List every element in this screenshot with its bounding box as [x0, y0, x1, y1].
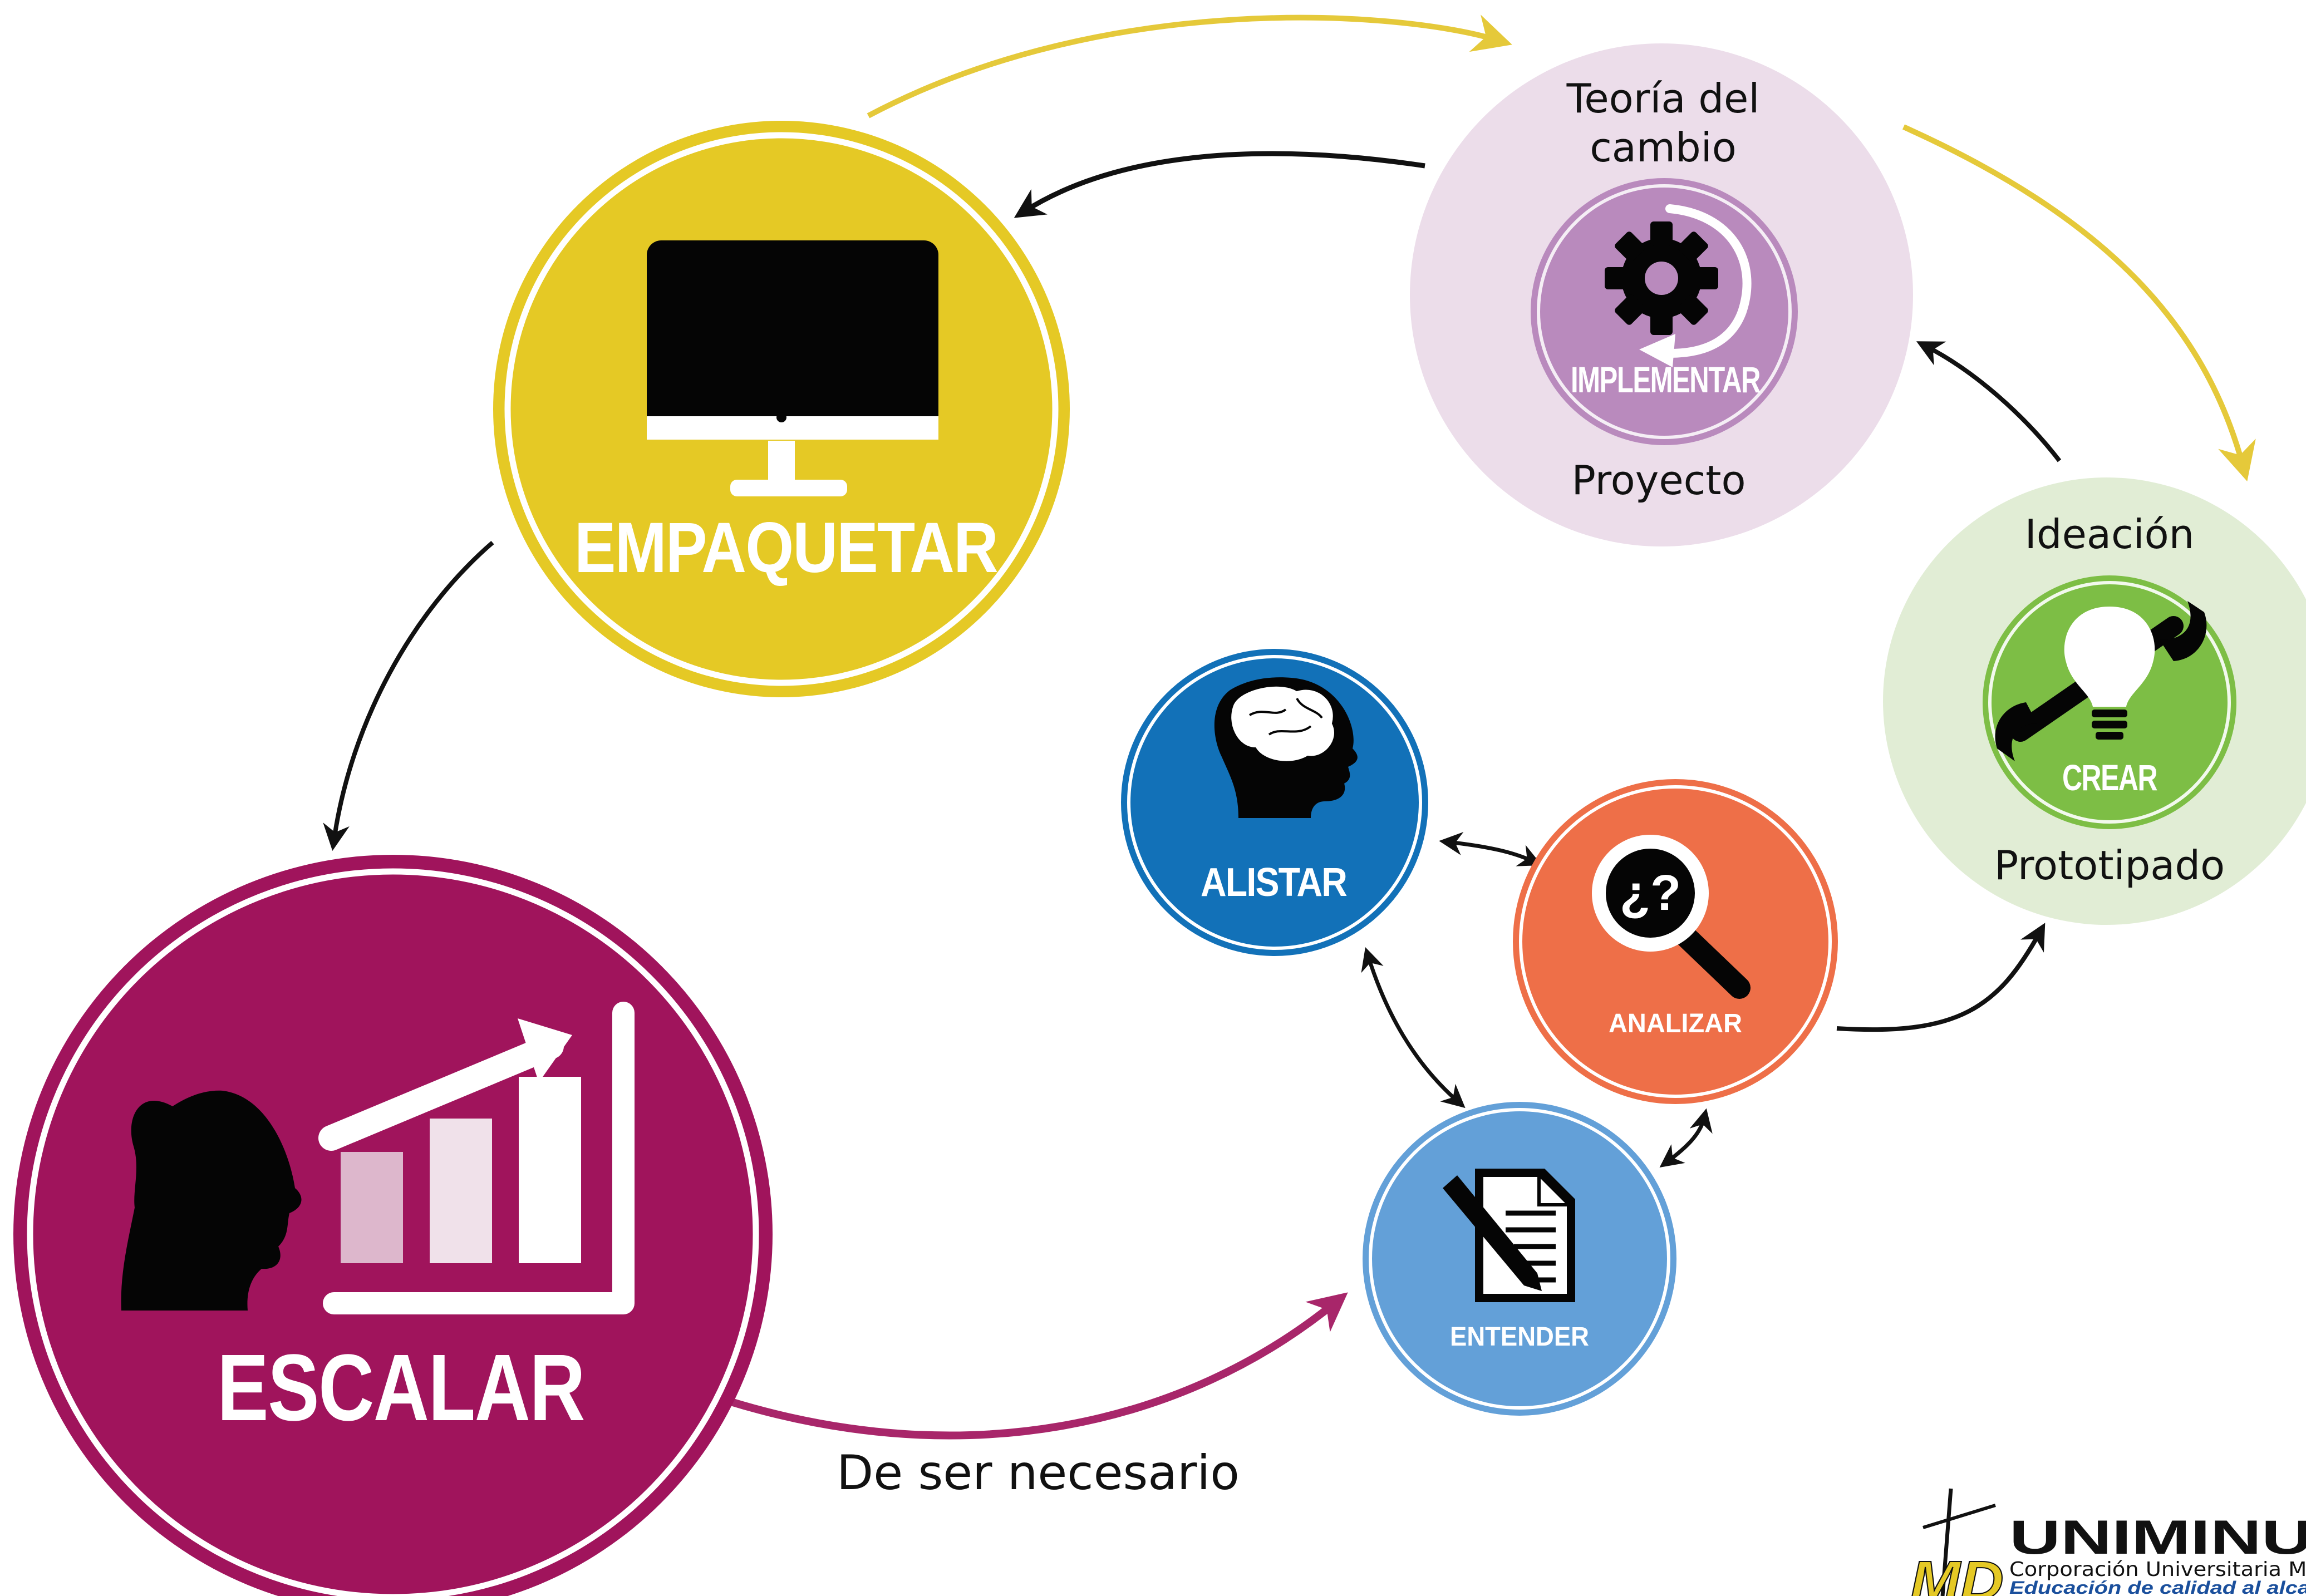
brain-head-icon [1214, 677, 1358, 818]
node-crear: CREAR Ideación Prototipado [1883, 477, 2306, 925]
arrow-implementar-to-crear [1902, 124, 2256, 482]
growth-chart-head-icon [121, 1002, 635, 1314]
alistar-label: ALISTAR [1201, 860, 1347, 905]
escalar-label: ESCALAR [217, 1335, 584, 1441]
arrow-empaquetar-to-escalar [323, 540, 494, 851]
implementar-label: IMPLEMENTAR [1571, 359, 1761, 400]
magnifier-question-icon: ¿? [1592, 835, 1751, 999]
node-implementar: IMPLEMENTAR Teoría del cambio Proyecto [1410, 43, 1913, 546]
arrow-alistar-entender [1361, 947, 1466, 1109]
crear-bottom-text: Prototipado [1994, 842, 2225, 889]
arrow-implementar-to-empaquetar [1014, 151, 1425, 218]
uniminuto-logo: MD UNIMINU Corporación Universitaria Mi … [1910, 1488, 2306, 1596]
arrow-crear-to-implementar [1916, 341, 2062, 462]
node-analizar: ¿? ANALIZAR [1513, 779, 1838, 1104]
arrow-escalar-to-entender [727, 1292, 1348, 1440]
crear-label: CREAR [2062, 757, 2157, 798]
document-pencil-icon [1443, 1169, 1575, 1302]
analizar-label: ANALIZAR [1609, 1009, 1742, 1038]
monitor-icon [647, 240, 938, 496]
gear-cycle-icon [1605, 204, 1752, 367]
implementar-top-line2: cambio [1590, 124, 1737, 171]
logo-line1: Corporación Universitaria Mi [2009, 1558, 2306, 1581]
implementar-top-line1: Teoría del [1566, 75, 1760, 122]
logo-letters: MD [1910, 1550, 2004, 1596]
implementar-bottom-text: Proyecto [1572, 457, 1746, 504]
arrow-entender-analizar [1659, 1108, 1713, 1168]
node-escalar: ESCALAR [13, 855, 773, 1596]
logo-name: UNIMINU [2009, 1511, 2306, 1564]
crear-top-text: Ideación [2025, 511, 2195, 558]
arrow-analizar-to-crear [1836, 923, 2046, 1032]
question-glyph: ¿? [1620, 865, 1681, 921]
entender-label: ENTENDER [1450, 1322, 1589, 1352]
empaquetar-label: EMPAQUETAR [574, 508, 997, 588]
node-alistar: ALISTAR [1121, 649, 1428, 956]
node-entender: ENTENDER [1363, 1102, 1676, 1416]
arrow-alistar-analizar [1439, 832, 1542, 866]
conditional-note: De ser necesario [837, 1445, 1240, 1501]
node-empaquetar: EMPAQUETAR [493, 121, 1070, 697]
arrow-empaquetar-to-implementar [867, 14, 1512, 119]
logo-line2: Educación de calidad al alca [2009, 1578, 2306, 1596]
lightbulb-wrench-icon [1995, 601, 2207, 761]
